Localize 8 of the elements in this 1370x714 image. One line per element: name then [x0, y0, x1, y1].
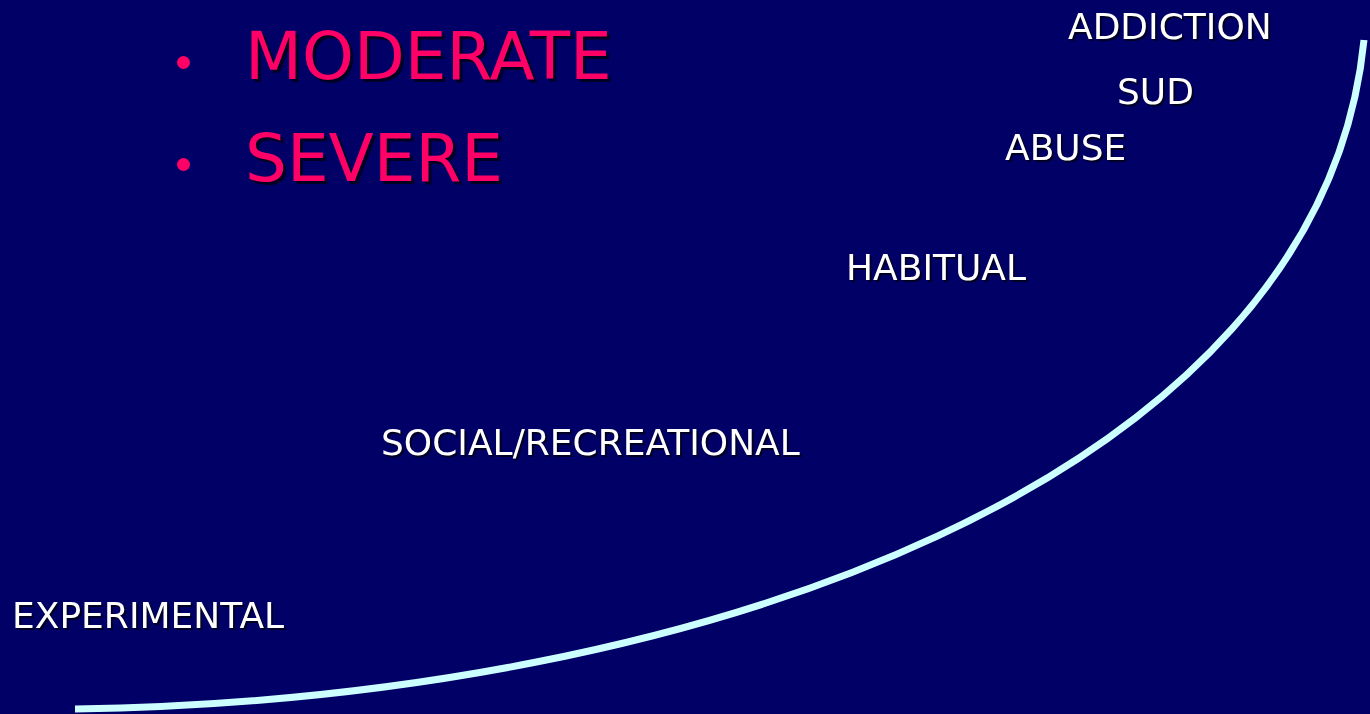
stage-label: SUD — [1117, 74, 1194, 110]
stage-label: ADDICTION — [1068, 9, 1272, 45]
bullet-item-text: SEVERE — [245, 126, 503, 192]
stage-label: HABITUAL — [846, 250, 1027, 286]
stage-label: EXPERIMENTAL — [12, 598, 285, 634]
stage-label: ABUSE — [1005, 130, 1127, 166]
stage-label: SOCIAL/RECREATIONAL — [381, 425, 800, 461]
bullet-item-text: MODERATE — [245, 24, 612, 90]
